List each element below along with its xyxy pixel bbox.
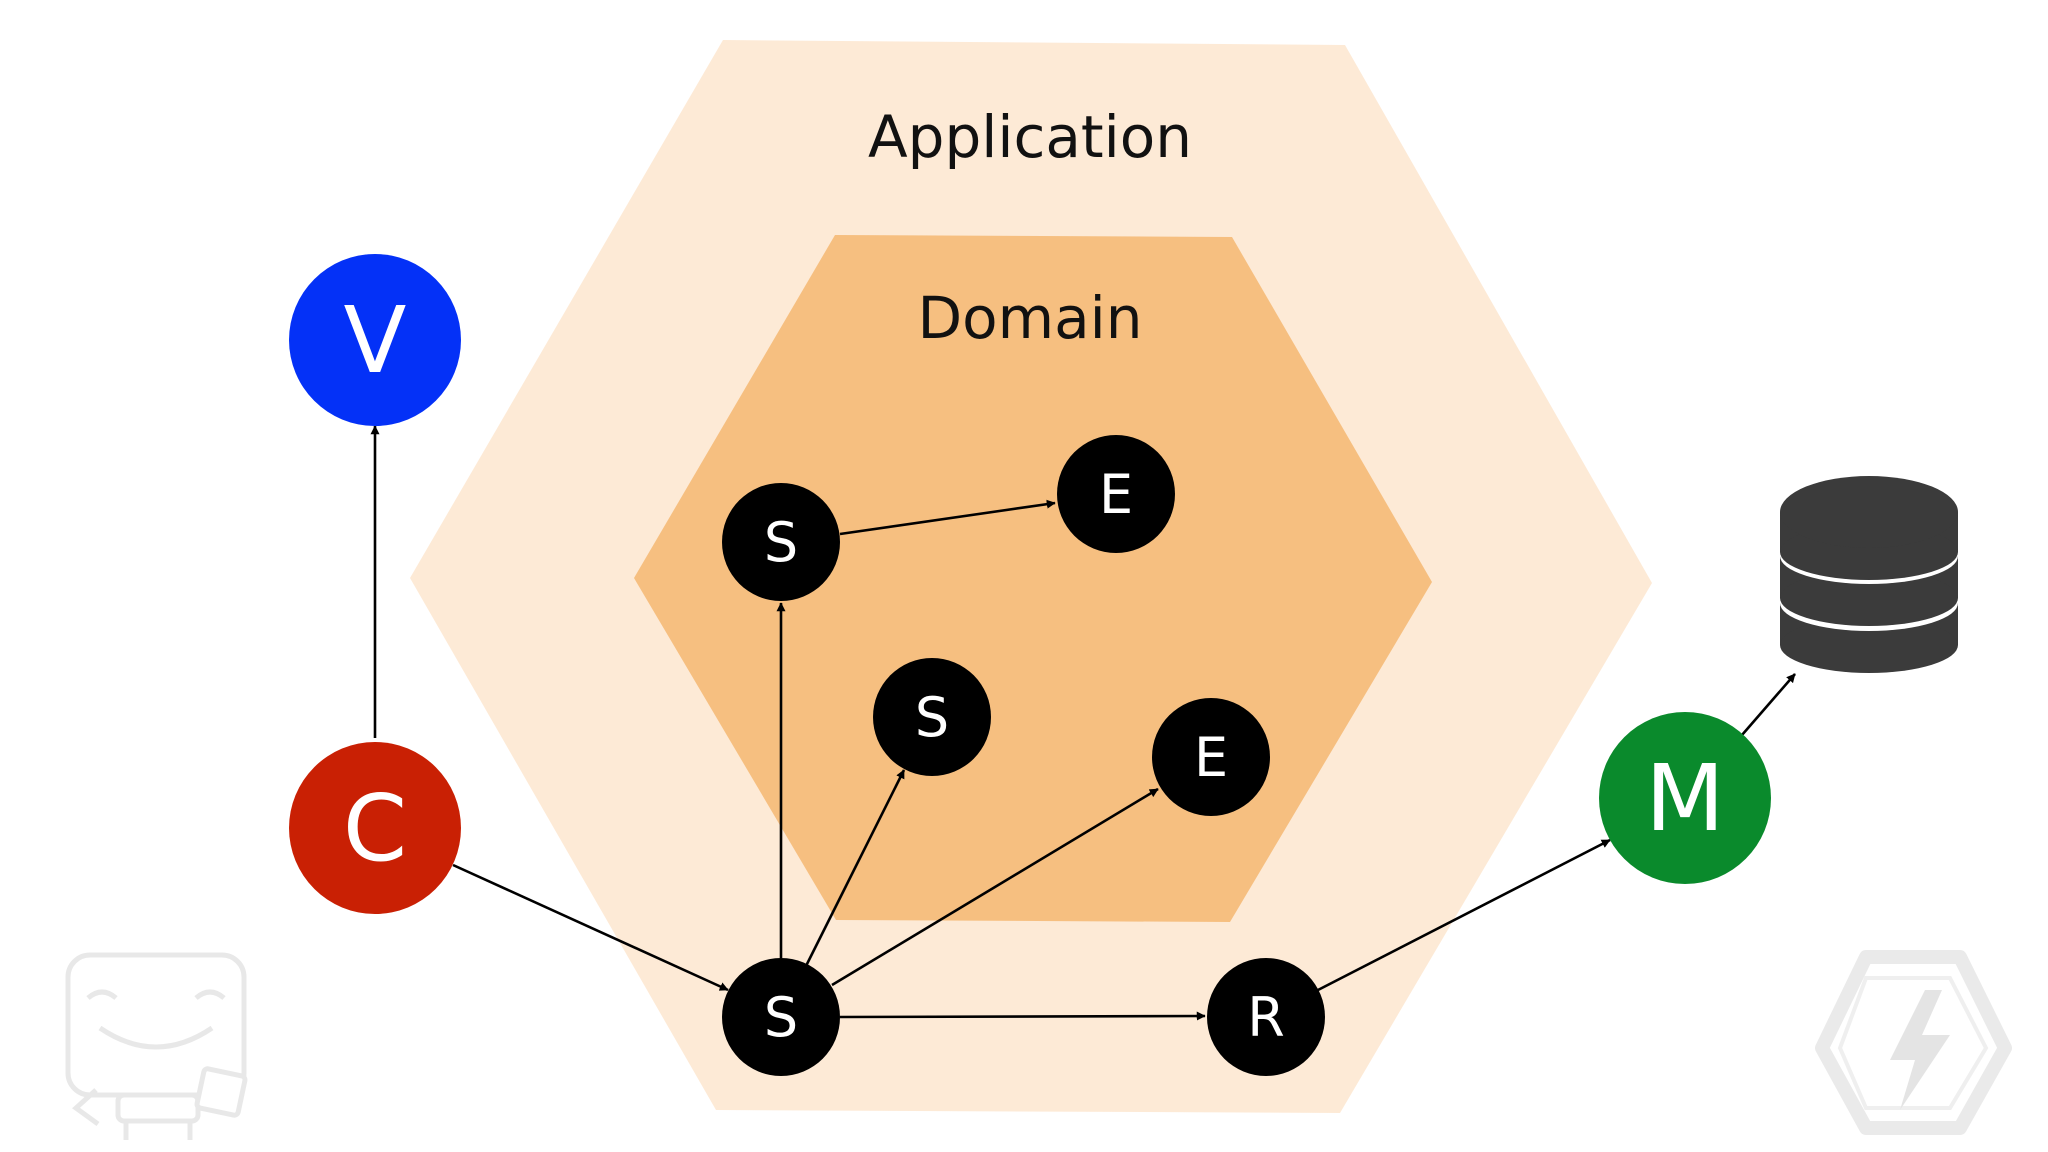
entity-node-2-label: E: [1194, 726, 1228, 789]
controller-node-label: C: [343, 775, 407, 882]
view-node-label: V: [344, 287, 407, 394]
domain-service-node-1[interactable]: S: [722, 483, 840, 601]
app-service-node[interactable]: S: [722, 958, 840, 1076]
robot-mascot-icon: [65, 952, 248, 1140]
edge-domain-service-1-entity-1: [839, 499, 1056, 536]
domain-service-node-2-label: S: [915, 686, 949, 749]
app-service-node-label: S: [764, 986, 798, 1049]
domain-service-node-2[interactable]: S: [873, 658, 991, 776]
domain-label: Domain: [917, 284, 1142, 352]
application-label: Application: [868, 103, 1192, 171]
edge-app-service-domain-service-2: [804, 769, 906, 967]
repository-node-label: R: [1247, 986, 1285, 1049]
lightning-hexagon-icon: [1815, 950, 2012, 1135]
edge-controller-app-service: [452, 863, 729, 992]
edge-repository-model: [1317, 838, 1611, 992]
model-node-label: M: [1645, 745, 1724, 852]
controller-node[interactable]: C: [289, 742, 461, 914]
domain-service-node-1-label: S: [764, 511, 798, 574]
view-node[interactable]: V: [289, 254, 461, 426]
entity-node-1-label: E: [1099, 463, 1133, 526]
repository-node[interactable]: R: [1207, 958, 1325, 1076]
edge-model-database: [1741, 673, 1796, 736]
entity-node-2[interactable]: E: [1152, 698, 1270, 816]
model-node[interactable]: M: [1599, 712, 1771, 884]
edge-app-service-repository: [839, 1011, 1206, 1021]
entity-node-1[interactable]: E: [1057, 435, 1175, 553]
edge-app-service-entity-2: [831, 787, 1159, 987]
database-icon: [1780, 476, 1958, 673]
edges: [370, 425, 1796, 1021]
